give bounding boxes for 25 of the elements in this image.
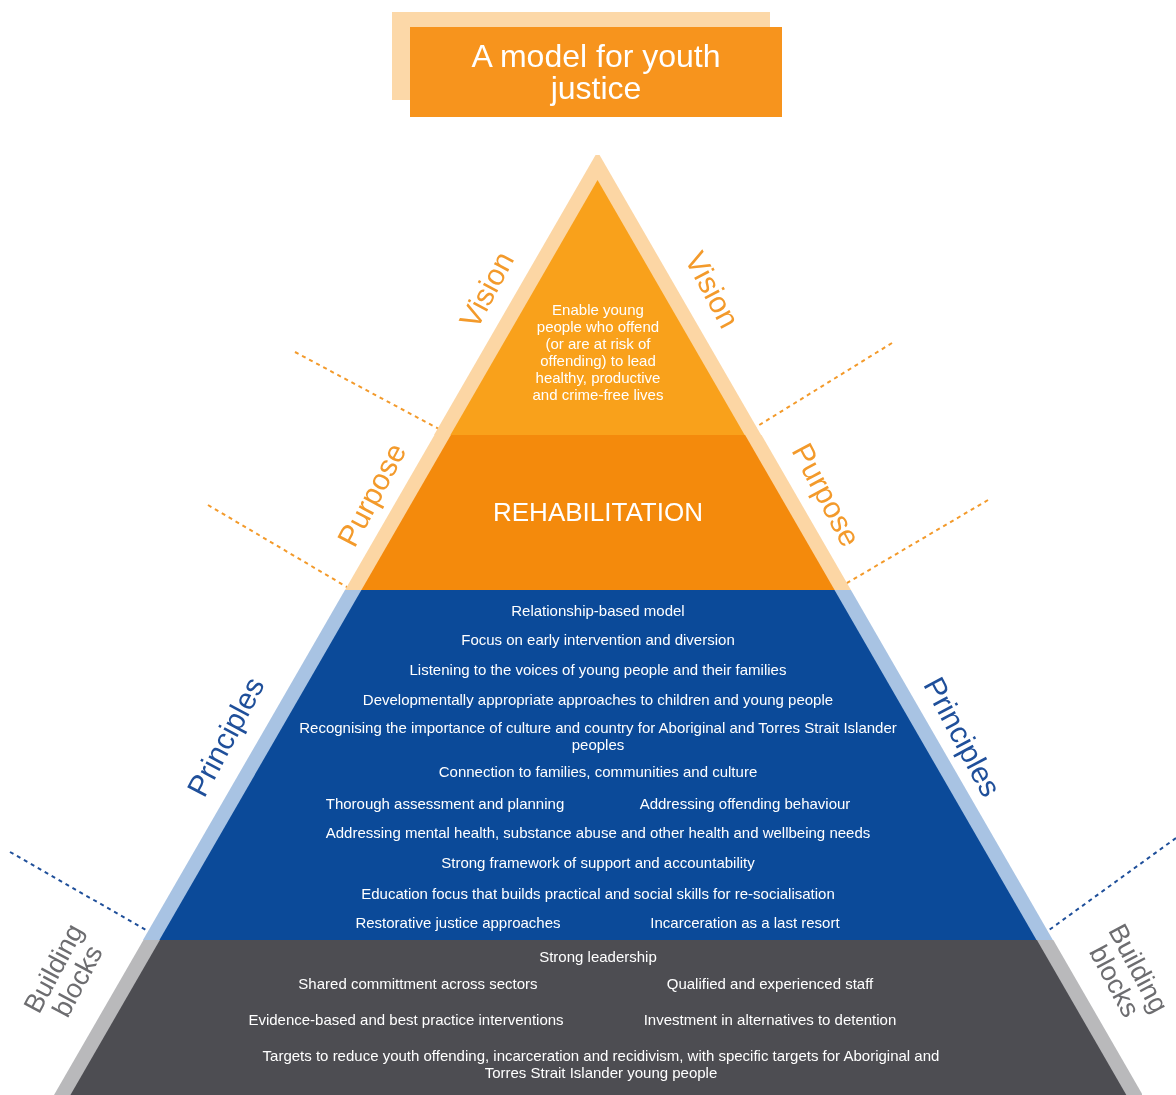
tier-text: Focus on early intervention and diversion [460, 630, 736, 648]
tier-text: Recognising the importance of culture and country for Aboriginal and Torres Strait Islander peoples [298, 719, 898, 753]
tier-text: Targets to reduce youth offending, incarceration and recidivism, with specific targets for Aboriginal and Torres Strait Islander young people [261, 1047, 941, 1081]
tier-text: Thorough assessment and planning [324, 794, 566, 812]
tier-text: Relationship-based model [510, 601, 686, 619]
tier-text: Listening to the voices of young people and their families [408, 660, 788, 678]
tier-heading: REHABILITATION [492, 497, 704, 527]
tier-text: Connection to families, communities and culture [437, 762, 759, 780]
tier-text: Qualified and experienced staff [665, 974, 875, 992]
title-banner: A model for youth justice [410, 27, 782, 117]
tier-text: Strong framework of support and accountability [440, 853, 756, 871]
tier-text: Addressing offending behaviour [638, 794, 852, 812]
tier-text: Enable young people who offend (or are at risk of offending) to lead healthy, productive and crime-free lives [531, 301, 665, 403]
tier-text: Incarceration as a last resort [649, 913, 841, 931]
tier-text: Investment in alternatives to detention [642, 1010, 898, 1028]
pyramid-tier [143, 590, 1053, 940]
side-label: Vision [679, 247, 745, 333]
tier-text: Shared committment across sectors [297, 974, 539, 992]
tier-text: Evidence-based and best practice interventions [247, 1010, 565, 1028]
tier-text: Restorative justice approaches [354, 913, 562, 931]
tier-text: Addressing mental health, substance abuse and other health and wellbeing needs [324, 823, 872, 841]
pyramid-tier [434, 155, 762, 435]
tier-text: Developmentally appropriate approaches to children and young people [361, 690, 835, 708]
tier-text: Strong leadership [538, 947, 658, 965]
tier-text: Education focus that builds practical and social skills for re-socialisation [360, 884, 836, 902]
